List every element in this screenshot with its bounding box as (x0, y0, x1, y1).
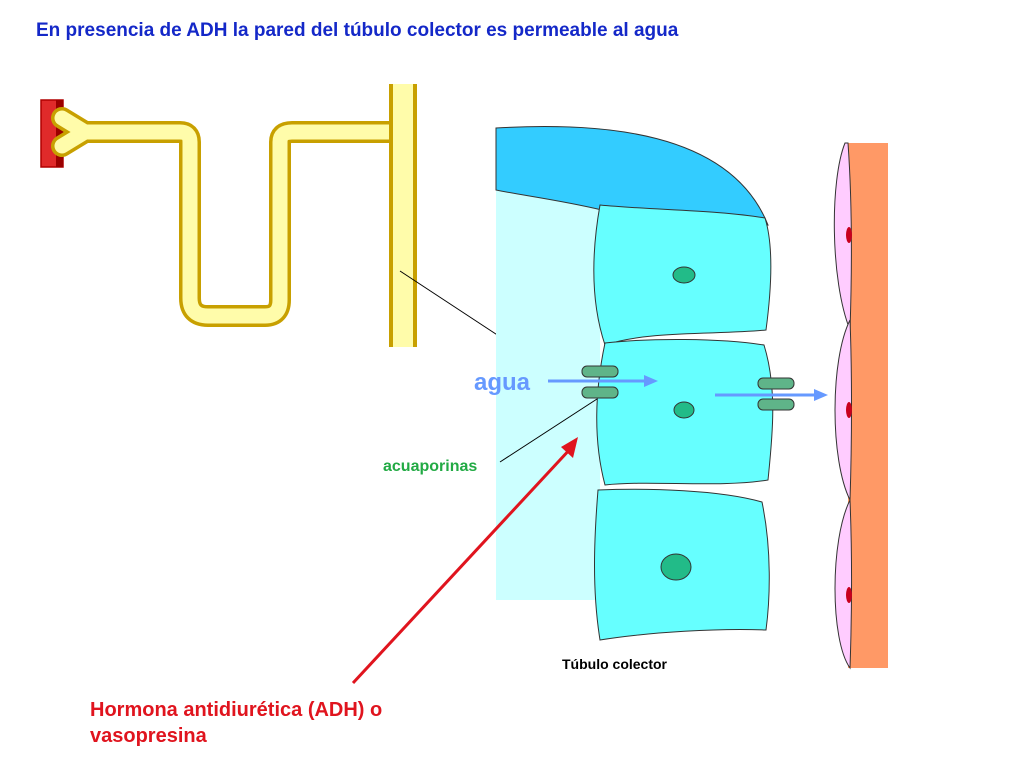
agua-label: agua (474, 369, 531, 396)
cell-nucleus (673, 401, 695, 419)
cell-nucleus (672, 266, 696, 284)
adh-label-line1: Hormona antidiurética (ADH) o (90, 699, 383, 721)
aquaporin (757, 377, 795, 390)
arrowhead-icon (644, 375, 658, 387)
cell-nucleus (660, 553, 692, 581)
aquaporins (581, 365, 795, 411)
acuaporinas-pointer (499, 398, 598, 463)
top-cell (495, 125, 769, 226)
page-title: En presencia de ADH la pared del túbulo … (36, 20, 679, 41)
aquaporin (581, 386, 619, 399)
water-arrows (548, 375, 828, 401)
tubule-lumen (496, 128, 600, 600)
aquaporin (757, 398, 795, 411)
nephron-tubule (51, 84, 417, 347)
zoom-line (399, 270, 509, 343)
arrowhead-icon (814, 389, 828, 401)
aquaporin (581, 365, 619, 378)
adh-label-line2: vasopresina (90, 725, 207, 747)
adh-arrow (351, 437, 578, 685)
collecting-duct-detail (495, 125, 774, 641)
adh-label: Hormona antidiurética (ADH) o vasopresin… (90, 697, 382, 749)
tubulo-colector-label: Túbulo colector (562, 656, 668, 672)
acuaporinas-label: acuaporinas (383, 458, 477, 475)
arrowhead-icon (561, 437, 578, 458)
capillary-wall (833, 142, 888, 670)
